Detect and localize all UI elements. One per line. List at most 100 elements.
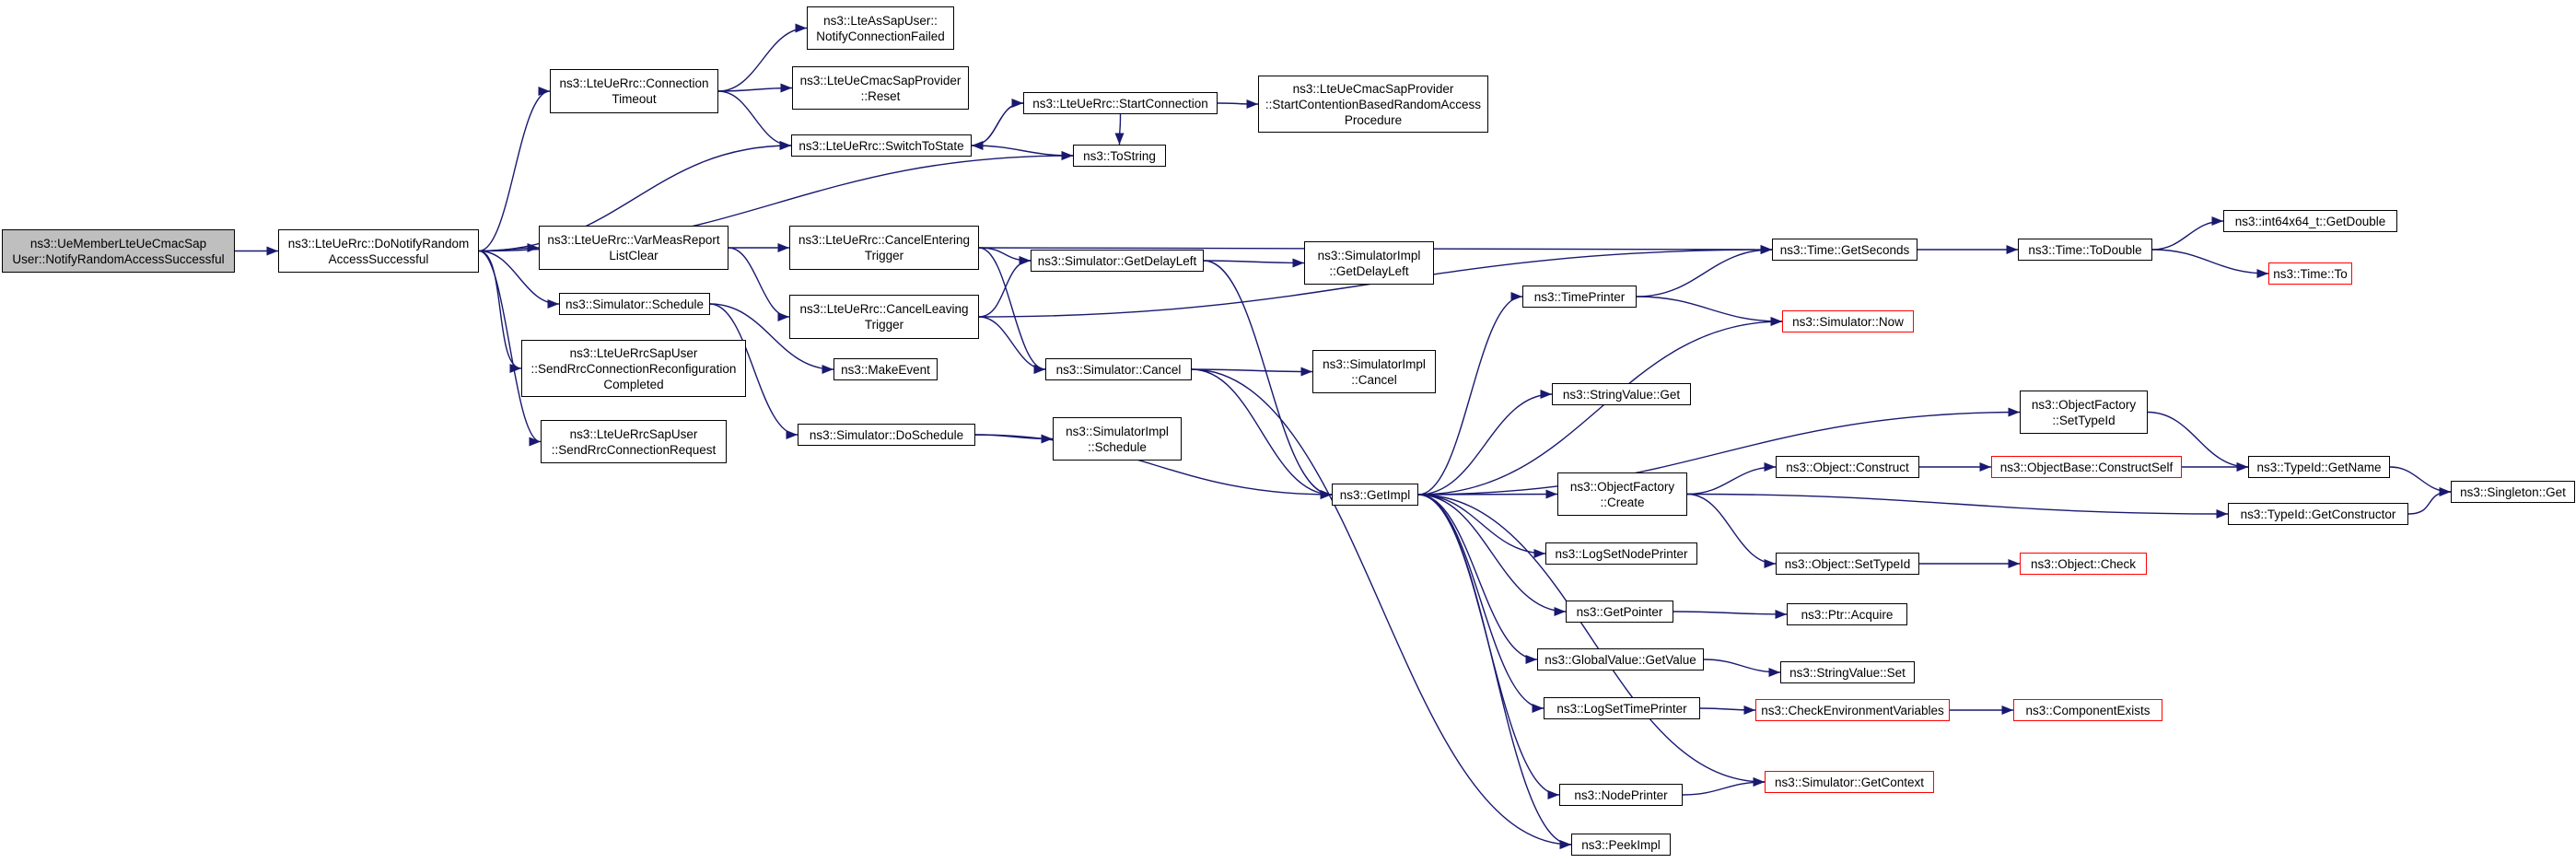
edge-cancelLeaving-to-simCancel — [978, 316, 1046, 375]
node-of-set-type-id[interactable]: ns3::ObjectFactory ::SetTypeId — [2020, 391, 2148, 434]
edge-schedule-to-doSchedule — [709, 303, 798, 439]
node-int-64get-double[interactable]: ns3::int64x64_t::GetDouble — [2223, 210, 2397, 232]
node-string-value-get[interactable]: ns3::StringValue::Get — [1552, 383, 1691, 405]
node-switch-to-state[interactable]: ns3::LteUeRrc::SwitchToState — [791, 134, 972, 157]
node-time-to[interactable]: ns3::Time::To — [2268, 262, 2352, 285]
node-send-req[interactable]: ns3::LteUeRrcSapUser ::SendRrcConnection… — [541, 420, 727, 463]
edge-logSetTimePrinter-to-checkEnv — [1699, 705, 1756, 716]
node-construct-self[interactable]: ns3::ObjectBase::ConstructSelf — [1991, 456, 2182, 478]
edge-ofCreate-to-objConstruct — [1686, 461, 1777, 496]
edge-simCancel-to-implCancel — [1191, 367, 1313, 377]
node-schedule[interactable]: ns3::Simulator::Schedule — [559, 293, 710, 315]
node-cancel-entering[interactable]: ns3::LteUeRrc::CancelEntering Trigger — [789, 226, 979, 270]
node-ptr-acquire[interactable]: ns3::Ptr::Acquire — [1787, 603, 1907, 625]
edge-getImpl-to-logSetTimePrinter — [1417, 494, 1544, 713]
node-obj-set-type-id[interactable]: ns3::Object::SetTypeId — [1776, 553, 1919, 575]
edge-getDelayLeft-to-getImpl — [1203, 260, 1333, 499]
edge-getImpl-to-peekImpl — [1417, 494, 1572, 849]
edge-doNotify-to-varMeas — [478, 242, 540, 253]
node-to-double[interactable]: ns3::Time::ToDouble — [2018, 239, 2152, 261]
node-peek-impl[interactable]: ns3::PeekImpl — [1571, 834, 1671, 856]
edge-startConnection-to-switchToState — [971, 102, 1024, 151]
node-start-connection[interactable]: ns3::LteUeRrc::StartConnection — [1023, 92, 1218, 114]
edge-getImpl-to-getPointer — [1417, 494, 1567, 617]
edge-doNotify-to-schedule — [478, 250, 560, 309]
node-get-context[interactable]: ns3::Simulator::GetContext — [1765, 771, 1934, 793]
edge-startConnection-to-toString — [1114, 113, 1125, 146]
edge-doSchedule-to-getImpl — [974, 434, 1333, 500]
node-time-printer[interactable]: ns3::TimePrinter — [1522, 286, 1637, 308]
edge-connTimeout-to-switchToState — [717, 90, 792, 151]
edge-getImpl-to-timePrinter — [1417, 292, 1523, 496]
edge-getImpl-to-getContext — [1417, 494, 1766, 787]
node-log-set-node-printer[interactable]: ns3::LogSetNodePrinter — [1545, 542, 1697, 565]
node-check-env[interactable]: ns3::CheckEnvironmentVariables — [1755, 699, 1950, 721]
edge-varMeas-to-cancelLeaving — [728, 247, 790, 322]
edge-typeIdGetName-to-singletonGet — [2389, 466, 2452, 497]
node-get-seconds[interactable]: ns3::Time::GetSeconds — [1772, 239, 1917, 261]
node-start-contention[interactable]: ns3::LteUeCmacSapProvider ::StartContent… — [1258, 76, 1488, 133]
node-impl-get-delay-left[interactable]: ns3::SimulatorImpl ::GetDelayLeft — [1304, 241, 1434, 285]
node-make-event[interactable]: ns3::MakeEvent — [833, 358, 938, 380]
node-do-notify[interactable]: ns3::LteUeRrc::DoNotifyRandom AccessSucc… — [278, 229, 479, 273]
node-to-string[interactable]: ns3::ToString — [1073, 145, 1166, 167]
edge-startConnection-to-startContention — [1217, 99, 1259, 110]
edge-doNotify-to-sendReq — [478, 250, 542, 447]
edge-schedule-to-makeEvent — [709, 303, 834, 375]
node-cancel-leaving[interactable]: ns3::LteUeRrc::CancelLeaving Trigger — [789, 295, 979, 339]
edge-timePrinter-to-getSeconds — [1636, 244, 1773, 297]
node-cmac-reset[interactable]: ns3::LteUeCmacSapProvider ::Reset — [792, 66, 969, 110]
edge-typeIdGetConstructor-to-singletonGet — [2407, 486, 2452, 515]
node-obj-check[interactable]: ns3::Object::Check — [2020, 553, 2147, 575]
edge-ofSetTypeId-to-typeIdGetName — [2147, 411, 2249, 472]
node-string-value-set[interactable]: ns3::StringValue::Set — [1780, 661, 1915, 683]
edge-getImpl-to-simNow — [1417, 316, 1783, 496]
node-component-exists[interactable]: ns3::ComponentExists — [2013, 699, 2162, 721]
node-var-meas[interactable]: ns3::LteUeRrc::VarMeasReport ListClear — [539, 226, 729, 270]
node-conn-timeout[interactable]: ns3::LteUeRrc::Connection Timeout — [550, 69, 718, 113]
edge-getPointer-to-ptrAcquire — [1673, 609, 1788, 620]
node-obj-construct[interactable]: ns3::Object::Construct — [1776, 456, 1919, 478]
edge-connTimeout-to-cmacReset — [717, 83, 793, 93]
node-of-create[interactable]: ns3::ObjectFactory ::Create — [1557, 472, 1687, 516]
edge-ofCreate-to-objSetTypeId — [1686, 493, 1777, 569]
node-impl-schedule[interactable]: ns3::SimulatorImpl ::Schedule — [1053, 417, 1182, 461]
node-type-id-get-constructor[interactable]: ns3::TypeId::GetConstructor — [2228, 503, 2408, 525]
edge-cancelEntering-to-getDelayLeft — [978, 247, 1032, 266]
node-impl-cancel[interactable]: ns3::SimulatorImpl ::Cancel — [1312, 350, 1436, 393]
edge-simCancel-to-getImpl — [1191, 368, 1333, 500]
node-send-reconf[interactable]: ns3::LteUeRrcSapUser ::SendRrcConnection… — [521, 340, 746, 397]
node-singleton-get[interactable]: ns3::Singleton::Get — [2451, 481, 2575, 503]
edge-simCancel-to-peekImpl — [1191, 368, 1572, 850]
node-sim-cancel[interactable]: ns3::Simulator::Cancel — [1045, 358, 1192, 380]
node-gv-get-value[interactable]: ns3::GlobalValue::GetValue — [1537, 648, 1704, 671]
node-root[interactable]: ns3::UeMemberLteUeCmacSap User::NotifyRa… — [2, 229, 235, 273]
edge-gvGetValue-to-stringValueSet — [1703, 659, 1781, 678]
edge-toDouble-to-int64GetDouble — [2151, 216, 2224, 251]
edge-connTimeout-to-notifyConnFailed — [717, 23, 808, 92]
edge-getDelayLeft-to-implGetDelayLeft — [1203, 258, 1305, 268]
node-notify-conn-failed[interactable]: ns3::LteAsSapUser:: NotifyConnectionFail… — [807, 6, 954, 50]
edge-timePrinter-to-simNow — [1636, 296, 1783, 327]
edge-toDouble-to-timeTo — [2151, 249, 2269, 279]
node-sim-now[interactable]: ns3::Simulator::Now — [1782, 310, 1914, 332]
edge-doNotify-to-sendReconf — [478, 250, 522, 373]
node-get-pointer[interactable]: ns3::GetPointer — [1566, 601, 1673, 623]
node-type-id-get-name[interactable]: ns3::TypeId::GetName — [2248, 456, 2390, 478]
edge-doNotify-to-connTimeout — [478, 87, 551, 252]
edge-ofCreate-to-typeIdGetConstructor — [1686, 493, 2229, 519]
node-log-set-time-printer[interactable]: ns3::LogSetTimePrinter — [1544, 697, 1700, 719]
edge-getImpl-to-stringValueGet — [1417, 389, 1553, 496]
edge-cancelEntering-to-simCancel — [978, 247, 1046, 374]
node-do-schedule[interactable]: ns3::Simulator::DoSchedule — [798, 424, 975, 446]
node-node-printer[interactable]: ns3::NodePrinter — [1559, 784, 1683, 806]
edge-getImpl-to-ofSetTypeId — [1417, 407, 2021, 496]
edge-nodePrinter-to-getContext — [1682, 776, 1766, 796]
node-get-delay-left[interactable]: ns3::Simulator::GetDelayLeft — [1031, 250, 1204, 272]
edge-getImpl-to-gvGetValue — [1417, 494, 1538, 665]
edge-getImpl-to-ofCreate — [1417, 489, 1558, 499]
edge-cancelLeaving-to-getDelayLeft — [978, 255, 1032, 318]
node-get-impl[interactable]: ns3::GetImpl — [1332, 484, 1418, 506]
